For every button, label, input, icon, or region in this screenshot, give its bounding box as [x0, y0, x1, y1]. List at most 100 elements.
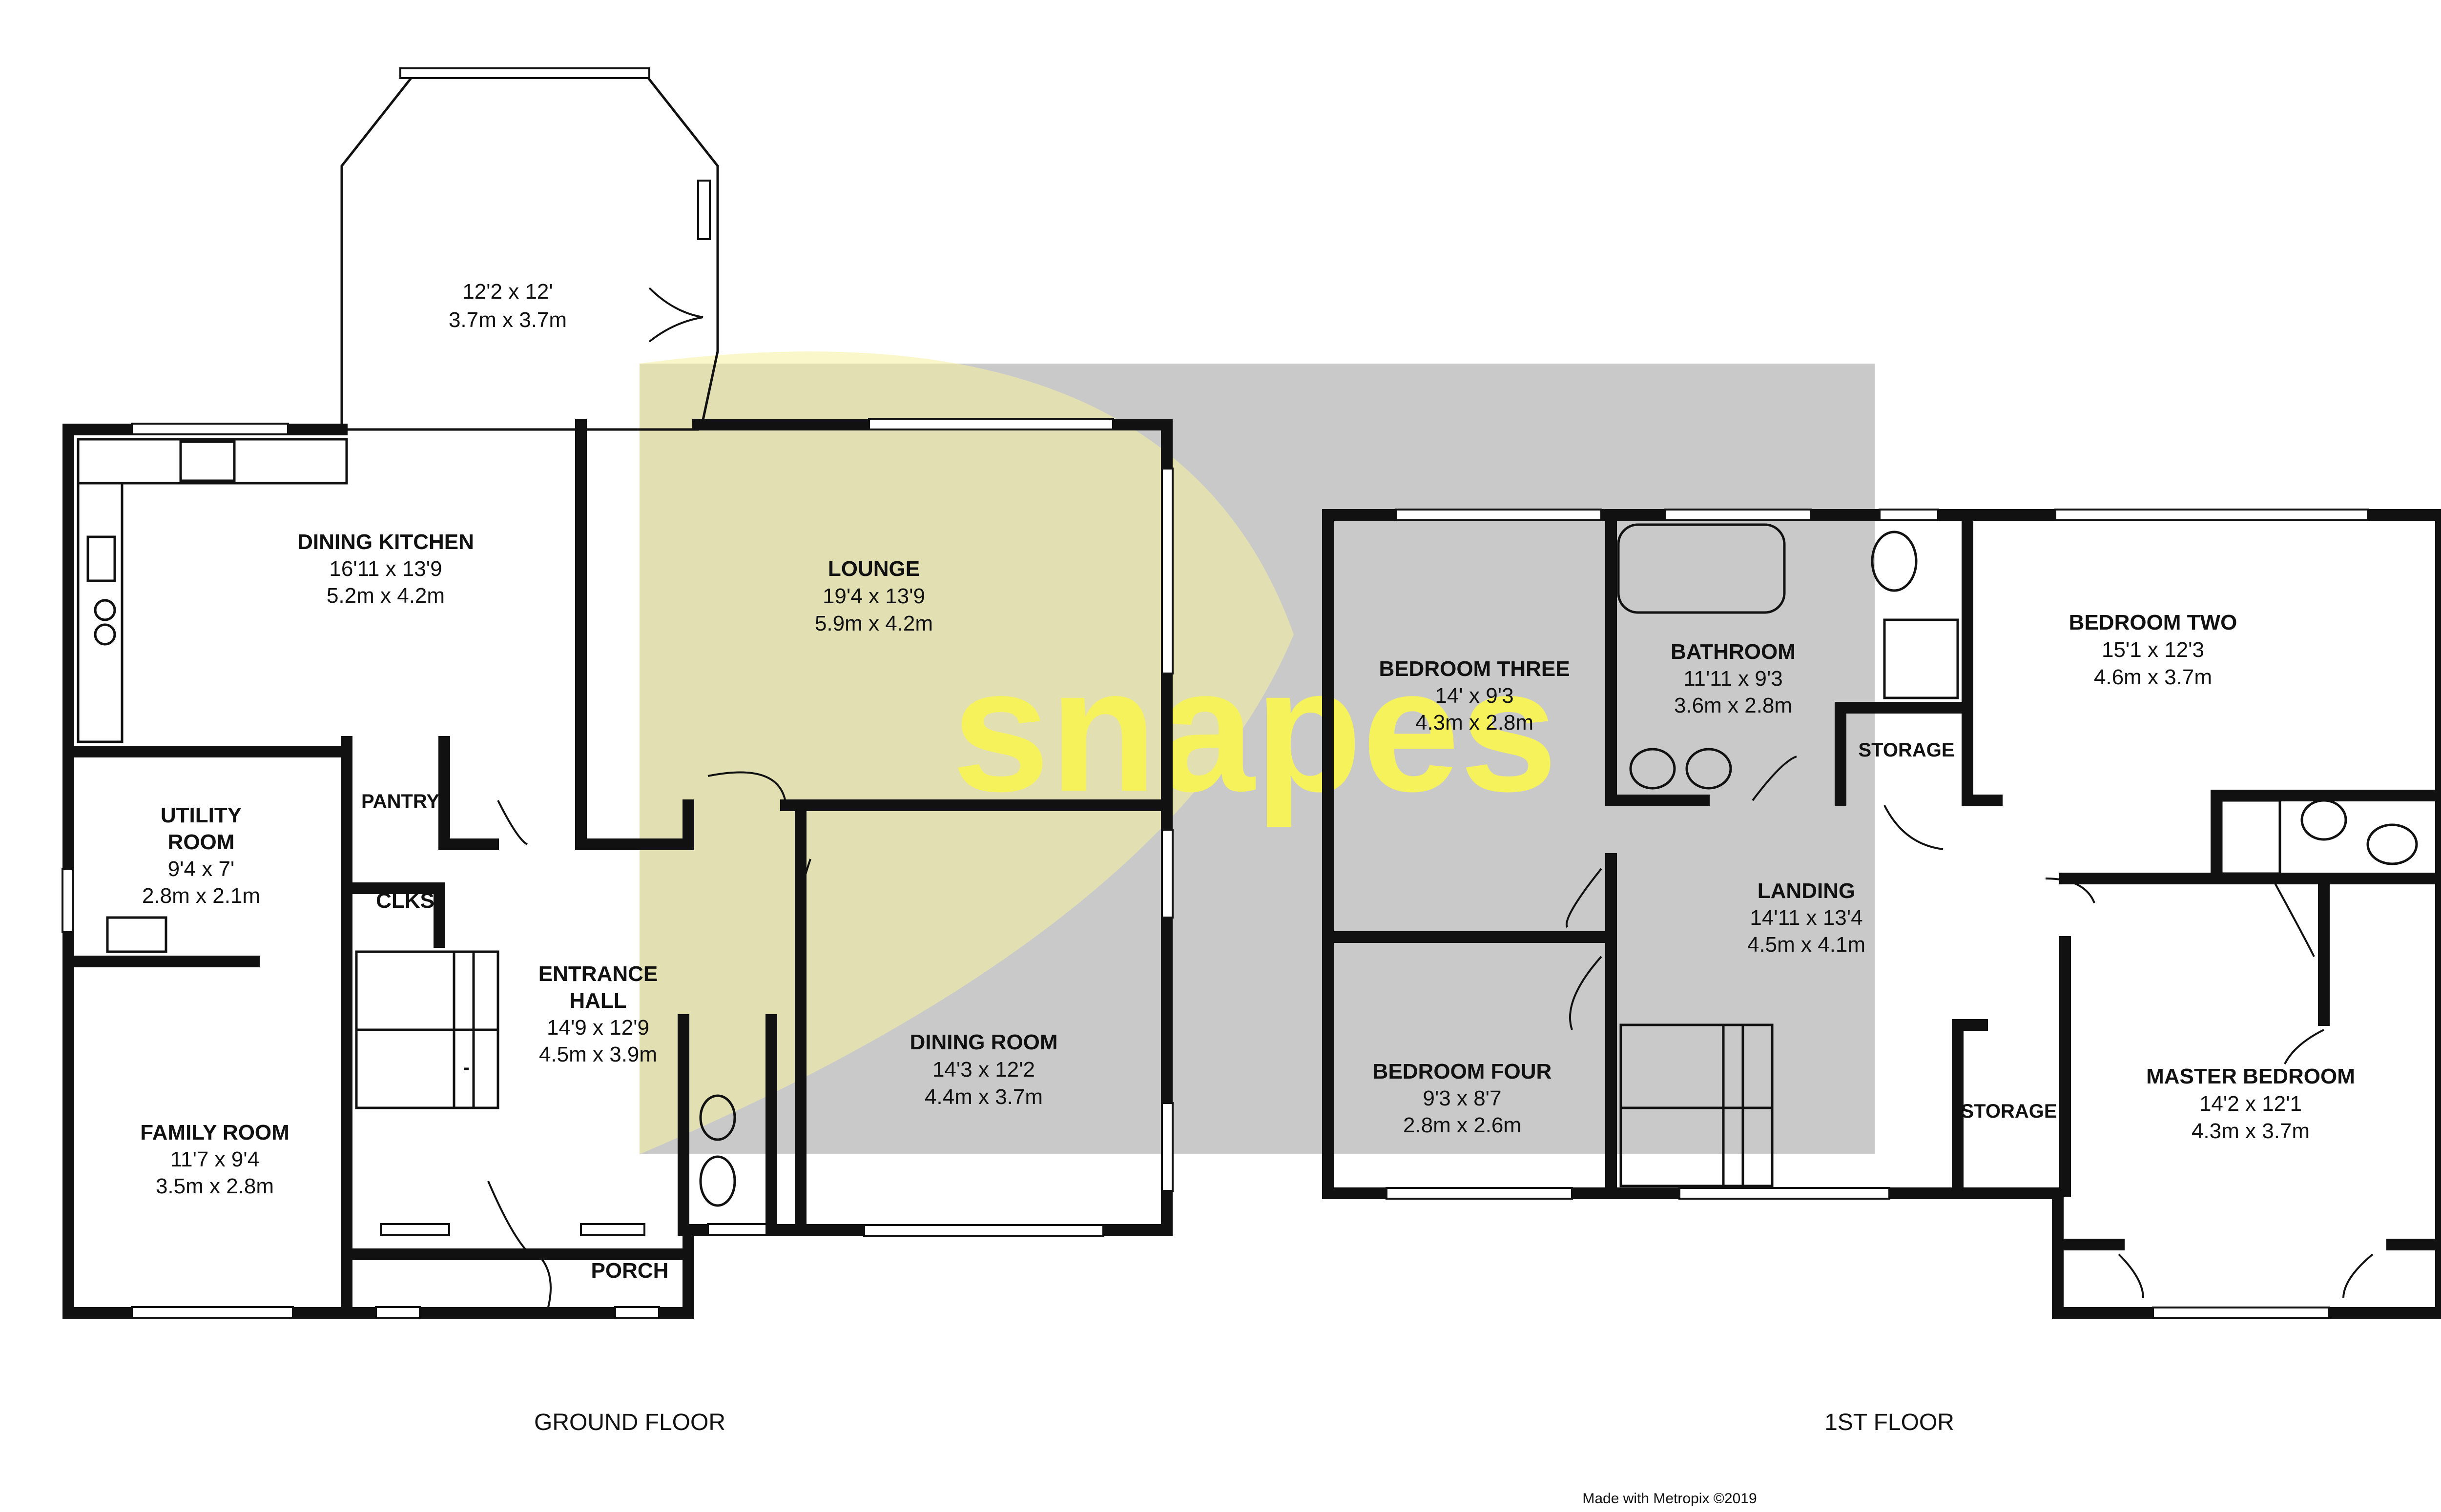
window	[868, 418, 1114, 430]
landing-imperial: 14'11 x 13'4	[1750, 906, 1862, 930]
dining-room-name: DINING ROOM	[910, 1030, 1057, 1054]
window	[380, 1223, 450, 1236]
conservatory-metric: 3.7m x 3.7m	[449, 308, 567, 332]
wall	[575, 419, 694, 850]
wall	[438, 736, 499, 850]
toilet-icon	[2366, 823, 2418, 865]
shower-icon	[2220, 799, 2281, 875]
window	[1386, 1187, 1573, 1200]
door-swing	[648, 287, 703, 318]
window	[2054, 509, 2369, 521]
bedroom-three-name: BEDROOM THREE	[1379, 657, 1570, 681]
toilet-icon	[699, 1094, 736, 1141]
window	[131, 423, 289, 435]
master-bedroom-name: MASTER BEDROOM	[2146, 1064, 2355, 1088]
conservatory-side-window	[697, 180, 711, 240]
ground-floor-stairs	[355, 950, 499, 1109]
first-floor-label: 1ST FLOOR	[1824, 1410, 1954, 1435]
lounge-imperial: 19'4 x 13'9	[823, 584, 925, 608]
porch-name: PORCH	[591, 1259, 669, 1283]
hob-icon	[94, 599, 116, 621]
bedroom-four-name: BEDROOM FOUR	[1373, 1060, 1552, 1083]
first-floor-labels: BEDROOM THREE 14' x 9'3 4.3m x 2.8m BATH…	[1373, 611, 2355, 1143]
utility-sink-icon	[106, 916, 167, 953]
watermark: snapes	[640, 351, 1875, 1154]
door-swing	[2274, 883, 2315, 957]
watermark-text: snapes	[952, 632, 1558, 829]
window	[2152, 1307, 2330, 1319]
kitchen-worktop	[77, 438, 348, 485]
conservatory-imperial: 12'2 x 12'	[462, 280, 553, 304]
bedroom-three-metric: 4.3m x 2.8m	[1415, 711, 1533, 735]
bedroom-four-metric: 2.8m x 2.6m	[1403, 1113, 1521, 1137]
storage-top-name: STORAGE	[1858, 739, 1954, 761]
shower-icon	[1883, 618, 1959, 699]
first-floor-stairs	[1619, 1023, 1774, 1187]
window	[1161, 1102, 1174, 1192]
door-swing	[1752, 756, 1797, 801]
door-swing	[707, 771, 787, 806]
window	[1678, 1187, 1890, 1200]
ground-floor-labels: 12'2 x 12' 3.7m x 3.7m DINING KITCHEN 16…	[140, 280, 1057, 1283]
master-bedroom-imperial: 14'2 x 12'1	[2199, 1092, 2302, 1116]
basin-icon	[1629, 748, 1676, 790]
appliance-icon	[86, 535, 116, 582]
window	[131, 1306, 294, 1319]
door-swing	[796, 858, 811, 923]
landing-name: LANDING	[1758, 879, 1855, 903]
ground-floor-label: GROUND FLOOR	[534, 1410, 725, 1435]
utility-room-imperial: 9'4 x 7'	[168, 857, 235, 881]
bedroom-four-imperial: 9'3 x 8'7	[1423, 1086, 1501, 1110]
toilet-icon	[699, 1155, 736, 1207]
utility-room-metric: 2.8m x 2.1m	[142, 884, 260, 908]
bath-icon	[1617, 523, 1786, 614]
door-swing	[648, 316, 703, 343]
lounge-name: LOUNGE	[828, 557, 920, 581]
bedroom-three-imperial: 14' x 9'3	[1435, 684, 1513, 708]
basin-icon	[1685, 748, 1732, 790]
conservatory-window	[399, 67, 650, 79]
window	[1395, 509, 1602, 521]
sink-icon	[179, 440, 236, 482]
metropix-credit: Made with Metropix ©2019	[1582, 1491, 1757, 1507]
door-swing	[1569, 956, 1602, 1030]
first-floor-plan	[1322, 509, 2441, 1319]
door-swing	[541, 1258, 552, 1313]
dining-kitchen-name: DINING KITCHEN	[297, 530, 474, 554]
family-room-name: FAMILY ROOM	[140, 1121, 290, 1144]
kitchen-worktop	[77, 482, 124, 743]
dining-room-metric: 4.4m x 3.7m	[925, 1085, 1043, 1109]
bedroom-two-metric: 4.6m x 3.7m	[2094, 665, 2212, 689]
bathroom-imperial: 11'11 x 9'3	[1683, 667, 1783, 691]
basin-icon	[2300, 799, 2347, 841]
window	[1161, 829, 1174, 919]
bathroom-metric: 3.6m x 2.8m	[1674, 694, 1792, 717]
dining-room-imperial: 14'3 x 12'2	[932, 1058, 1035, 1082]
wall	[341, 882, 445, 948]
utility-room-name-line2: ROOM	[168, 830, 235, 854]
bedroom-two-name: BEDROOM TWO	[2069, 611, 2237, 634]
entrance-hall-metric: 4.5m x 3.9m	[539, 1042, 657, 1066]
window	[580, 1223, 645, 1236]
door-swing	[1565, 868, 1602, 928]
entrance-hall-name-line2: HALL	[569, 989, 626, 1013]
dining-kitchen-imperial: 16'11 x 13'9	[329, 557, 442, 581]
ground-floor-plan	[62, 67, 1174, 1319]
family-room-imperial: 11'7 x 9'4	[170, 1147, 259, 1171]
door-swing	[2342, 1253, 2374, 1299]
door-swing	[487, 1181, 538, 1260]
window	[707, 1223, 767, 1236]
entrance-hall-name-line1: ENTRANCE	[538, 962, 658, 986]
storage-bottom-name: STORAGE	[1961, 1101, 2057, 1122]
window	[863, 1224, 1104, 1237]
window	[1664, 509, 1812, 521]
door-swing	[497, 800, 528, 845]
dining-kitchen-metric: 5.2m x 4.2m	[327, 584, 445, 608]
window	[1161, 468, 1174, 674]
landing-metric: 4.5m x 4.1m	[1747, 933, 1865, 957]
door-swing	[2284, 1029, 2324, 1064]
door-swing	[2118, 1253, 2144, 1299]
master-bedroom-metric: 4.3m x 3.7m	[2192, 1119, 2310, 1143]
window	[375, 1306, 421, 1319]
